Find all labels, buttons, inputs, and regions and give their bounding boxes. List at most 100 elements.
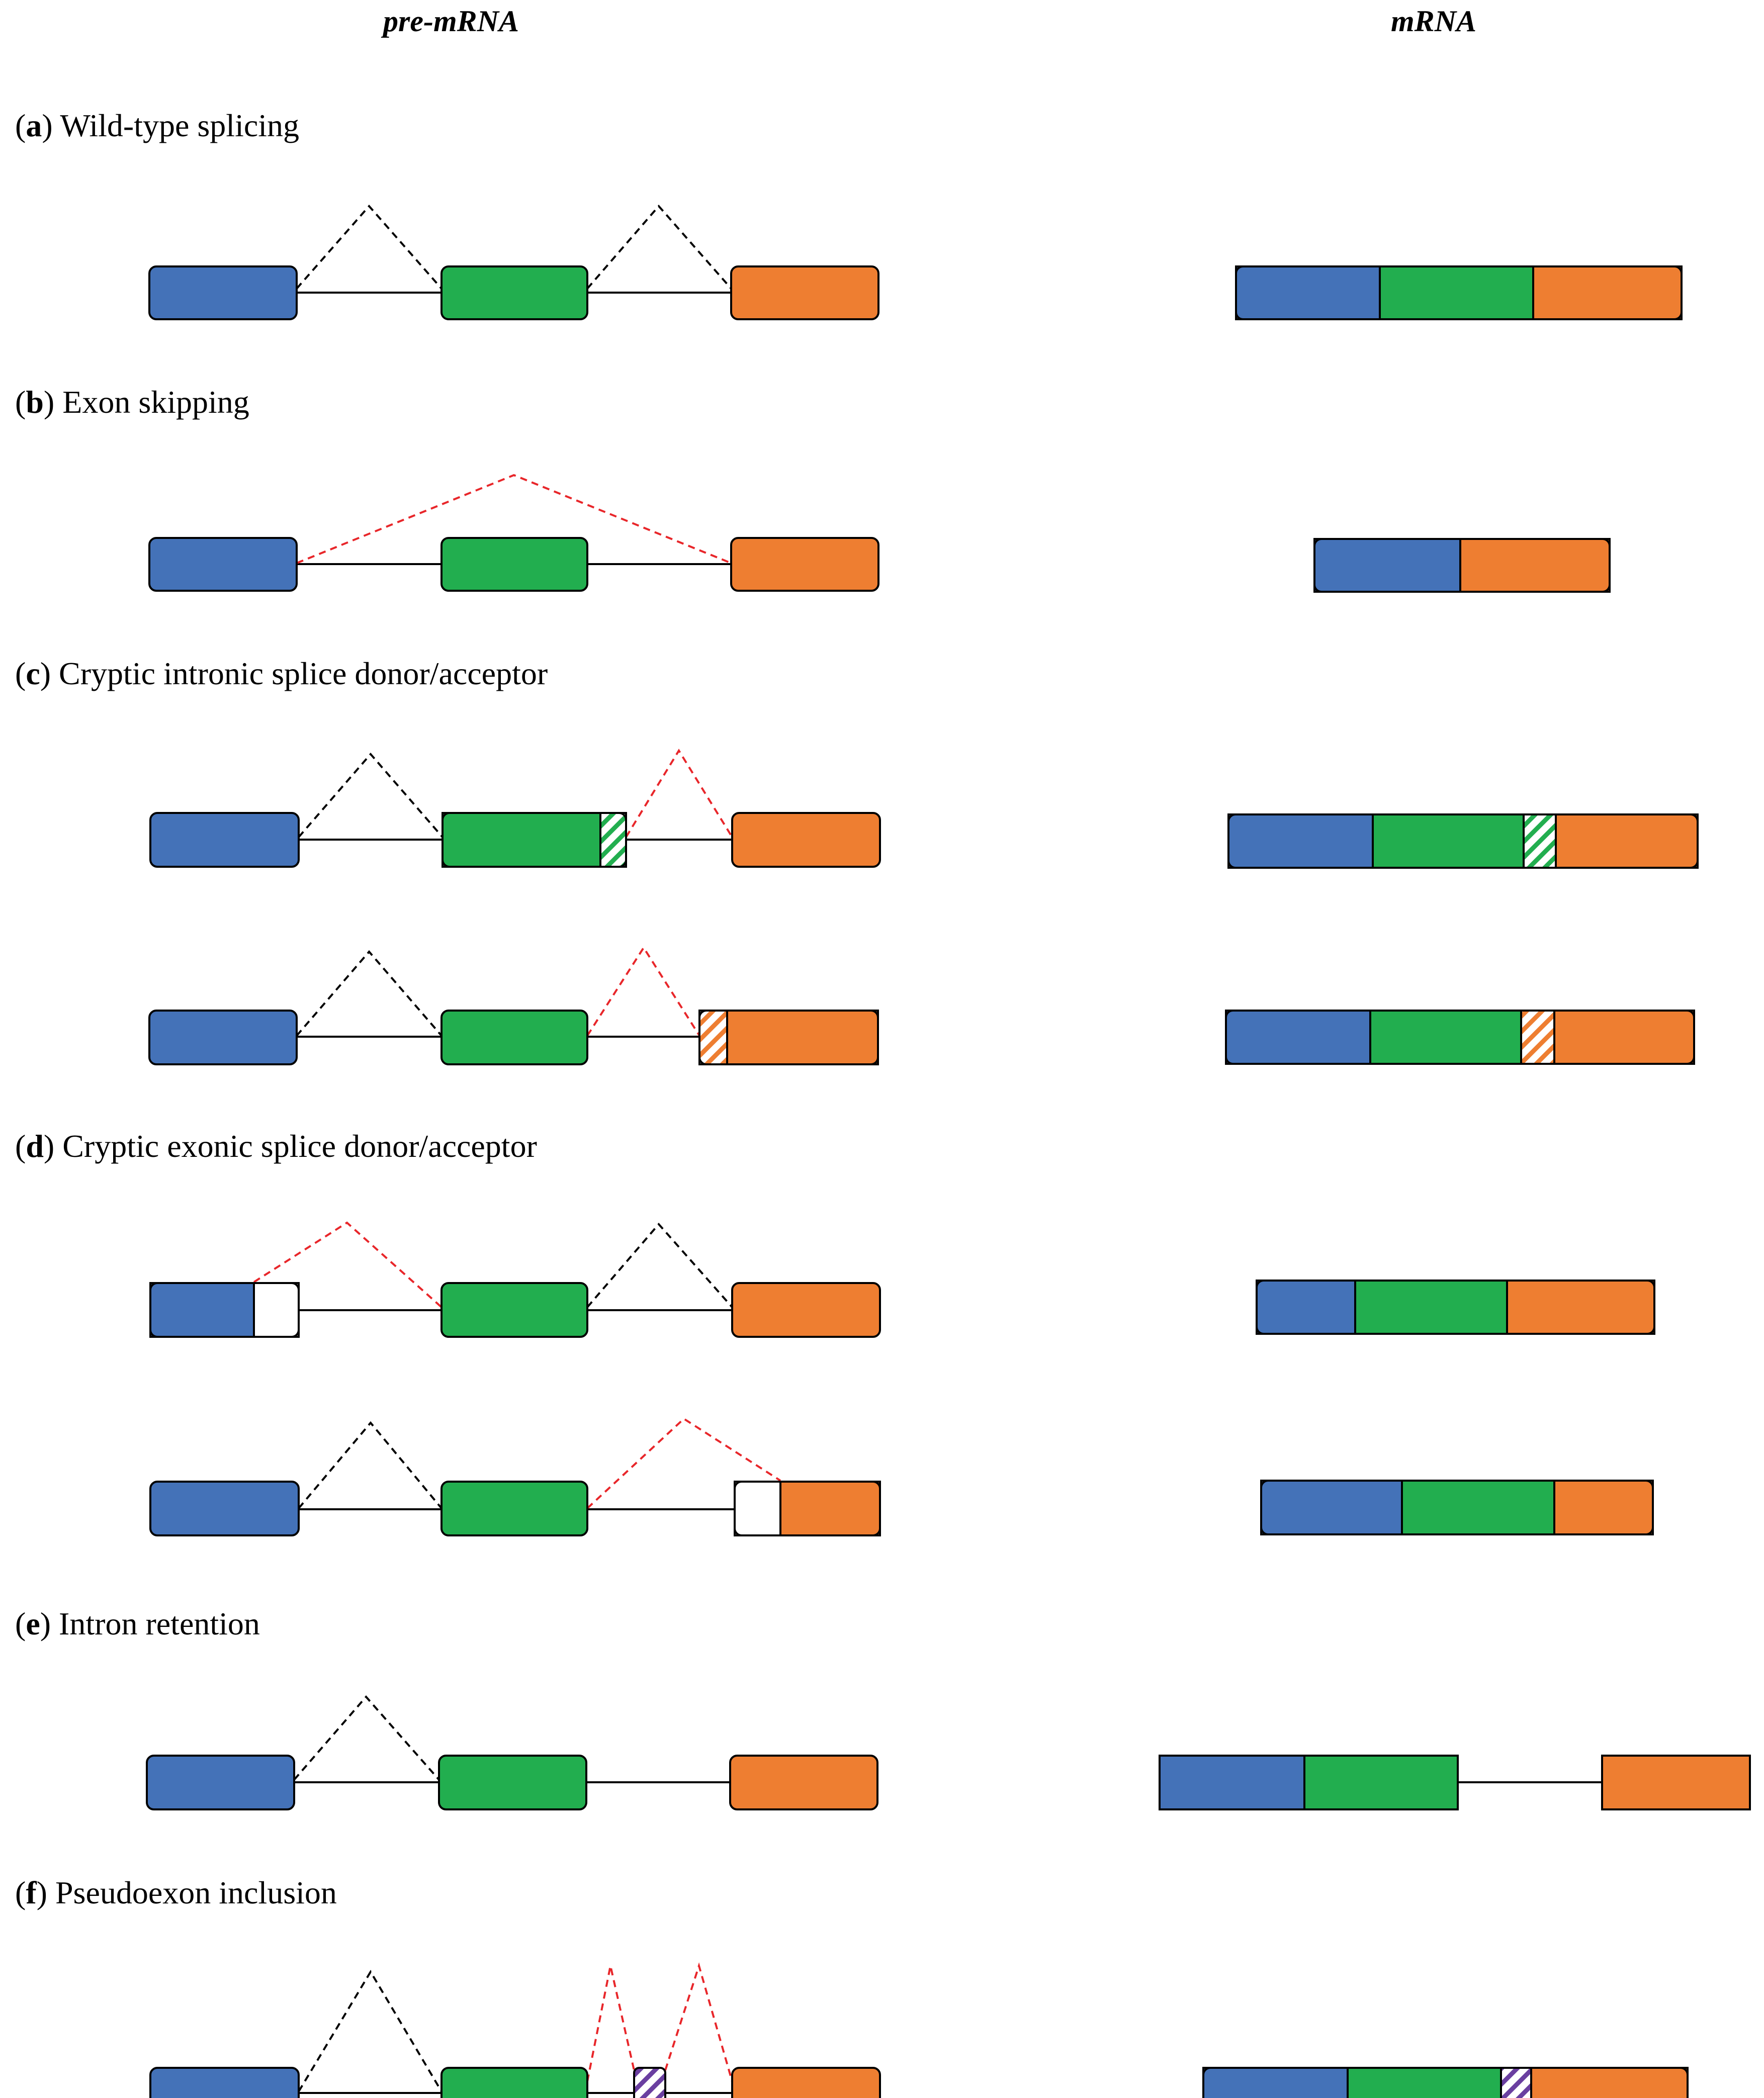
splice-arc-aberrant xyxy=(586,946,700,1037)
section-label-c: (c) Cryptic intronic splice donor/accept… xyxy=(15,656,548,691)
cryptic-extension-green xyxy=(1523,813,1557,869)
section-title: Exon skipping xyxy=(62,384,249,420)
exon-1 xyxy=(148,265,298,320)
splice-arc-normal xyxy=(298,1970,443,2092)
mrna-outline xyxy=(1256,1280,1655,1335)
row-d1-pre-mrna xyxy=(149,1221,881,1338)
splice-arc-aberrant xyxy=(625,749,733,838)
exon-3 xyxy=(730,537,879,592)
exon-1 xyxy=(1313,538,1461,593)
mrna-outline xyxy=(1225,1010,1695,1065)
exon-2 xyxy=(440,1481,588,1536)
pseudoexon xyxy=(1500,2067,1532,2098)
row-c1-pre-mrna xyxy=(149,749,881,868)
exon-2-outline xyxy=(442,812,627,868)
exon-3 xyxy=(1459,538,1611,593)
section-label-f: (f) Pseudoexon inclusion xyxy=(15,1875,337,1910)
exon-1 xyxy=(1260,1480,1403,1535)
section-title: Intron retention xyxy=(59,1606,260,1641)
mrna-outline xyxy=(1313,538,1611,593)
row-e-mrna xyxy=(1159,1755,1751,1810)
exon-2 xyxy=(1401,1480,1555,1535)
row-c2-pre-mrna xyxy=(148,946,879,1065)
exon-2 xyxy=(1379,265,1534,320)
exon-3-outline xyxy=(698,1010,879,1065)
section-title: Cryptic exonic splice donor/acceptor xyxy=(62,1128,537,1164)
cryptic-extension-green xyxy=(599,812,627,868)
exon-3-outline xyxy=(734,1481,881,1536)
exon-1 xyxy=(1202,2067,1349,2098)
row-f-pre-mrna xyxy=(149,1962,881,2098)
exon-1 xyxy=(149,812,300,868)
splice-arc-aberrant xyxy=(253,1221,443,1308)
exon-3 xyxy=(1553,1010,1695,1065)
exon-3 xyxy=(731,812,881,868)
row-d1-mrna xyxy=(1256,1280,1655,1335)
exon-2 xyxy=(440,1010,588,1065)
exon-1 xyxy=(1227,813,1374,869)
row-d2-mrna xyxy=(1260,1480,1654,1535)
exon-3 xyxy=(1530,2067,1689,2098)
exon-3 xyxy=(1532,265,1683,320)
exon-2 xyxy=(440,537,588,592)
exon-1 xyxy=(148,537,298,592)
exon-1 xyxy=(149,2067,300,2098)
exon-2 xyxy=(440,2067,588,2098)
section-letter: e xyxy=(26,1606,40,1641)
exon-3 xyxy=(1555,813,1699,869)
splice-arc-normal xyxy=(296,204,443,290)
splice-arc-aberrant xyxy=(586,1965,635,2082)
exon-3 xyxy=(730,265,879,320)
section-letter: f xyxy=(26,1875,37,1910)
section-letter: d xyxy=(26,1128,44,1164)
splice-arc-aberrant xyxy=(664,1962,733,2082)
row-b-mrna xyxy=(1313,538,1611,593)
mrna-outline xyxy=(1260,1480,1654,1535)
exon-3 xyxy=(729,1755,878,1810)
exon-1-outline xyxy=(149,1282,300,1338)
section-title: Pseudoexon inclusion xyxy=(55,1875,337,1910)
pre-mrna-column-header: pre-mRNA xyxy=(383,5,519,38)
exon-2 xyxy=(440,1282,588,1338)
exon-1 xyxy=(149,1481,300,1536)
section-label-e: (e) Intron retention xyxy=(15,1606,260,1641)
exon-1 xyxy=(1235,265,1381,320)
section-letter: b xyxy=(26,384,44,420)
row-e-pre-mrna xyxy=(146,1695,878,1810)
exon-1 xyxy=(1256,1280,1356,1335)
splice-arc-normal xyxy=(293,1695,440,1781)
exon-3 xyxy=(731,1282,881,1338)
exon-3 xyxy=(1601,1755,1751,1810)
mrna-outline xyxy=(1235,265,1683,320)
splice-arc-aberrant xyxy=(296,474,732,564)
exon-1 xyxy=(1225,1010,1371,1065)
exon-2 xyxy=(440,265,588,320)
mrna-column-header: mRNA xyxy=(1391,5,1477,38)
exon-2 xyxy=(1372,813,1525,869)
row-c2-mrna xyxy=(1225,1010,1695,1065)
row-c1-mrna xyxy=(1227,813,1699,869)
splice-arc-normal xyxy=(298,752,444,838)
section-title: Cryptic intronic splice donor/acceptor xyxy=(59,656,548,691)
lost-exon-portion xyxy=(253,1282,300,1338)
exon-3 xyxy=(1553,1480,1654,1535)
exon-1 xyxy=(146,1755,295,1810)
section-label-a: (a) Wild-type splicing xyxy=(15,108,300,143)
section-letter: a xyxy=(26,108,42,143)
lost-exon-portion xyxy=(734,1481,781,1536)
exon-2 xyxy=(442,812,601,868)
section-label-d: (d) Cryptic exonic splice donor/acceptor xyxy=(15,1128,537,1164)
splice-arc-aberrant xyxy=(586,1417,781,1509)
exon-3 xyxy=(731,2067,881,2098)
row-f-mrna xyxy=(1202,2067,1689,2098)
row-a-pre-mrna xyxy=(148,204,879,320)
exon-2 xyxy=(1303,1755,1459,1810)
exon-1 xyxy=(149,1282,255,1338)
section-title: Wild-type splicing xyxy=(60,108,300,143)
exon-3 xyxy=(726,1010,879,1065)
exon-2 xyxy=(1347,2067,1502,2098)
splice-arc-normal xyxy=(296,950,443,1037)
row-a-mrna xyxy=(1235,265,1683,320)
row-d2-pre-mrna xyxy=(149,1417,881,1536)
mrna-outline xyxy=(1202,2067,1689,2098)
